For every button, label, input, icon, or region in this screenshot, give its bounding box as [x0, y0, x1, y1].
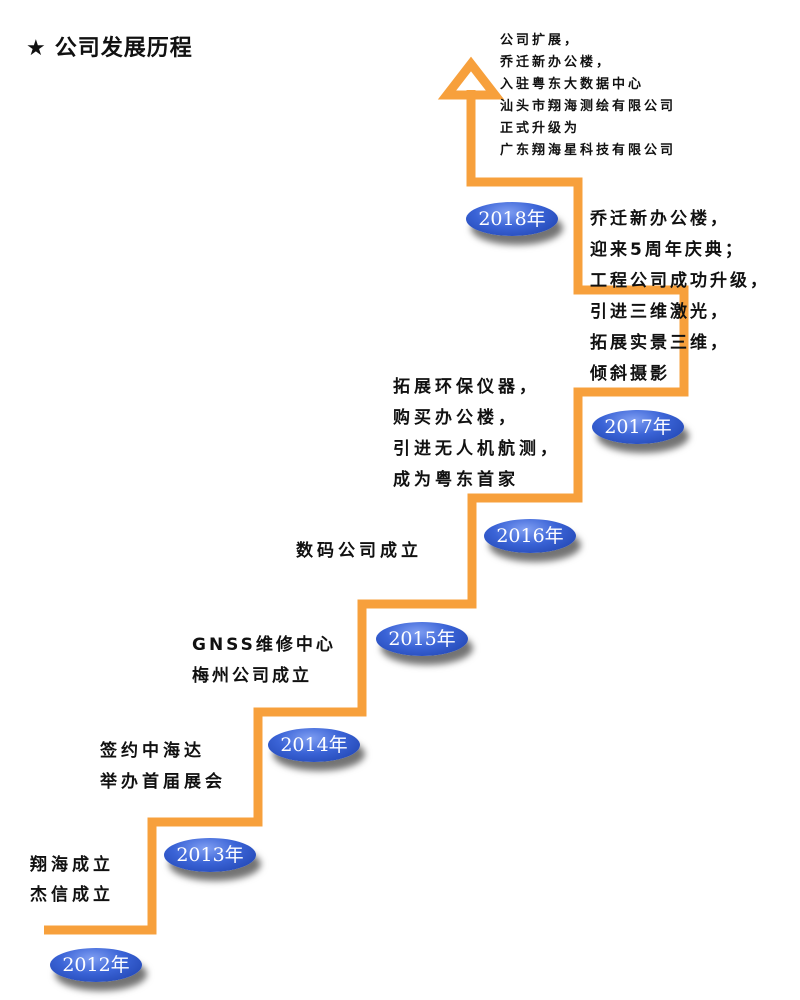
- milestone-line: 杰信成立: [30, 885, 114, 905]
- page-title: ★ 公司发展历程: [26, 30, 193, 62]
- milestone-2017-text: 乔迁新办公楼， 迎来5周年庆典； 工程公司成功升级， 引进三维激光， 拓展实景三…: [590, 204, 770, 390]
- staircase-line: [44, 90, 689, 935]
- milestone-line: 购买办公楼，: [393, 408, 519, 428]
- milestone-line: 乔迁新办公楼，: [590, 209, 730, 229]
- year-badge-2018: 2018年: [466, 202, 558, 236]
- milestone-line: 迎来5周年庆典；: [590, 240, 745, 260]
- milestone-line: 拓展环保仪器，: [393, 377, 540, 397]
- milestone-2018-text: 公司扩展， 乔迁新办公楼， 入驻粤东大数据中心 汕头市翔海测绘有限公司 正式升级…: [500, 30, 676, 162]
- milestone-line: 梅州公司成立: [192, 666, 312, 686]
- page-title-text: 公司发展历程: [54, 36, 193, 61]
- year-badge-2016: 2016年: [484, 519, 576, 553]
- milestone-line: 成为粤东首家: [393, 470, 519, 490]
- milestone-line: 数码公司成立: [296, 541, 422, 561]
- milestone-line: 倾斜摄影: [590, 364, 670, 384]
- milestone-line: 举办首届展会: [100, 772, 226, 792]
- milestone-2016-text: 拓展环保仪器， 购买办公楼， 引进无人机航测， 成为粤东首家: [393, 372, 561, 496]
- milestone-line: 入驻粤东大数据中心: [500, 77, 645, 92]
- milestone-line: 公司扩展，: [500, 33, 581, 48]
- milestone-line: 签约中海达: [100, 741, 205, 761]
- milestone-line: 翔海成立: [30, 855, 114, 875]
- year-badge-2012: 2012年: [50, 948, 142, 982]
- milestone-2013-text: 签约中海达 举办首届展会: [100, 736, 226, 798]
- year-badge-2015: 2015年: [376, 622, 468, 656]
- milestone-line: 引进三维激光，: [590, 302, 730, 322]
- milestone-2015-text: 数码公司成立: [296, 536, 422, 561]
- milestone-line: 汕头市翔海测绘有限公司: [500, 99, 677, 114]
- milestone-line: 广东翔海星科技有限公司: [500, 143, 677, 158]
- milestone-line: 工程公司成功升级，: [590, 271, 770, 291]
- arrow-up-icon: [437, 56, 505, 100]
- milestone-line: 乔迁新办公楼，: [500, 55, 613, 70]
- year-badge-2014: 2014年: [268, 728, 360, 762]
- milestone-line: 拓展实景三维，: [590, 333, 730, 353]
- year-badge-2013: 2013年: [164, 838, 256, 872]
- star-icon: ★: [26, 36, 47, 61]
- milestone-2014-text: GNSS维修中心 梅州公司成立: [192, 630, 336, 692]
- milestone-2012-text: 翔海成立 杰信成立: [30, 850, 114, 910]
- milestone-line: 正式升级为: [500, 121, 581, 136]
- milestone-line: GNSS维修中心: [192, 635, 336, 655]
- year-badge-2017: 2017年: [592, 410, 684, 444]
- milestone-line: 引进无人机航测，: [393, 439, 561, 459]
